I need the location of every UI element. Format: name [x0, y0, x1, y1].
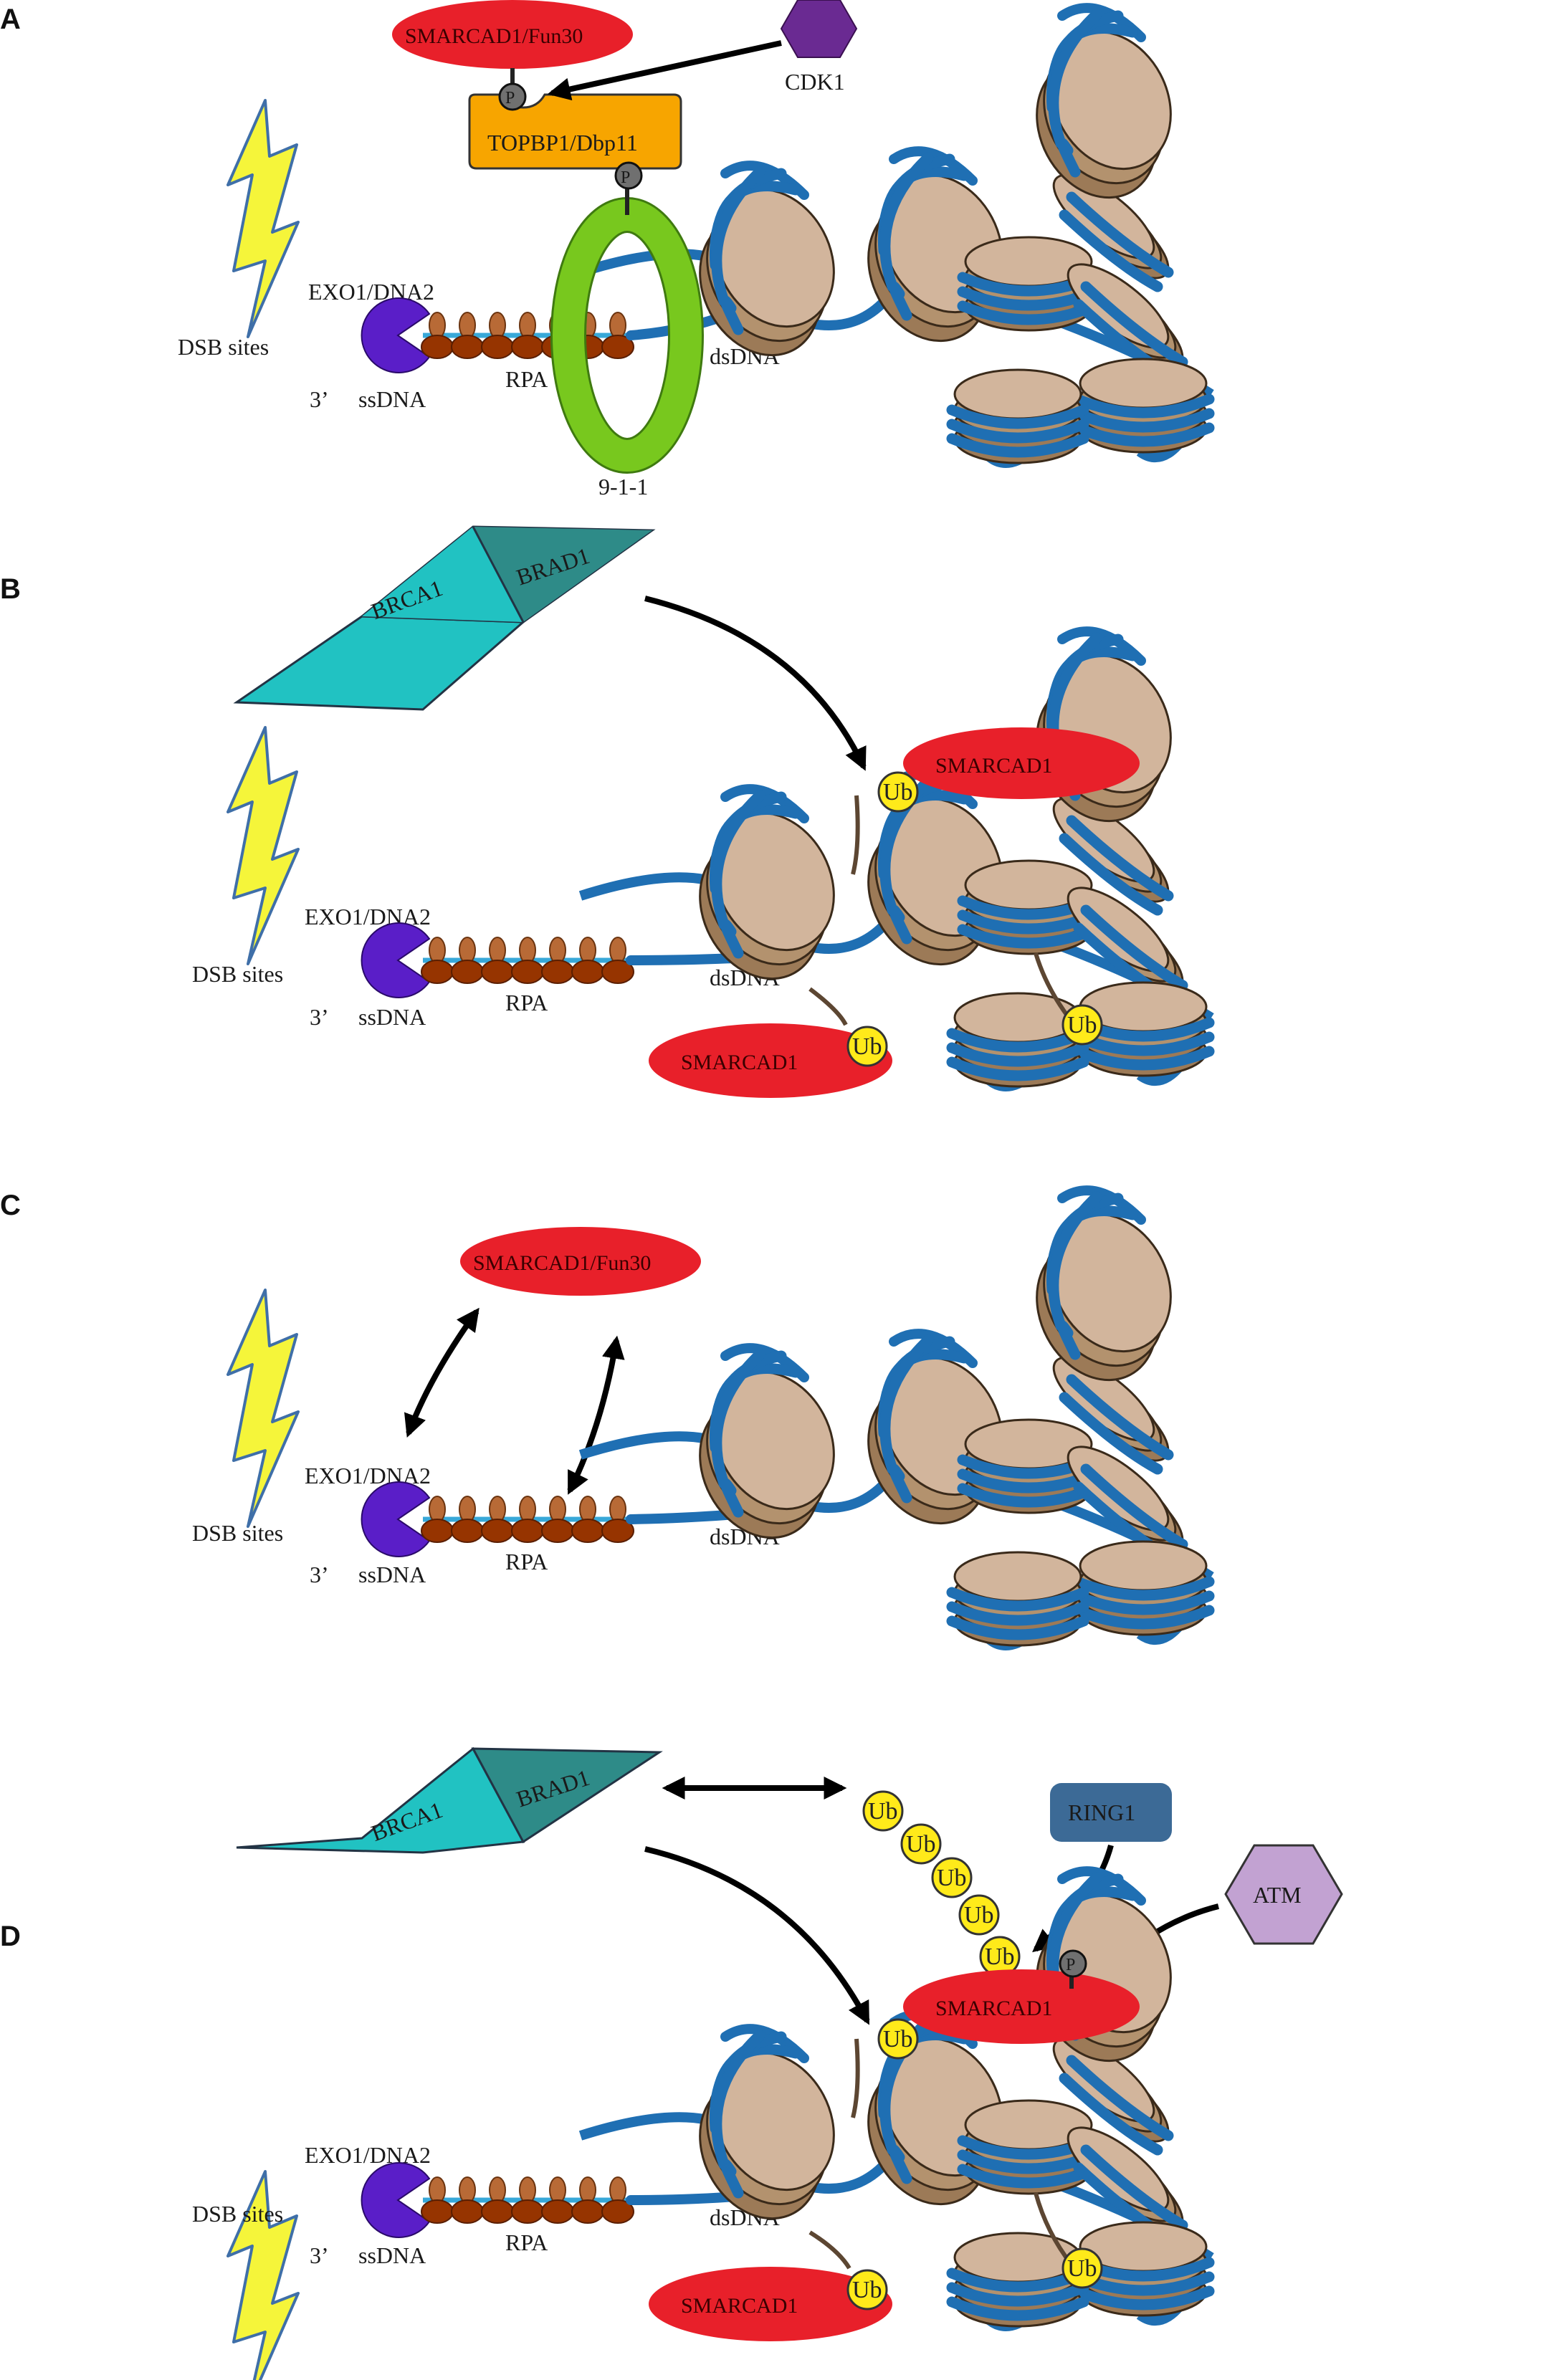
- dsb-lightning-icon: [226, 99, 300, 338]
- panel-b-letter: B: [0, 573, 21, 605]
- svg-text:Ub: Ub: [883, 2026, 913, 2052]
- ring1-box: [1050, 1783, 1172, 1842]
- dsb-lightning-icon: [226, 726, 300, 965]
- rpa-label: RPA: [505, 990, 548, 1015]
- rpa-ssdna: [421, 312, 638, 358]
- exo-label: EXO1/DNA2: [308, 279, 434, 305]
- topbp-box: [468, 93, 682, 170]
- ssdna-label: ssDNA: [358, 386, 426, 412]
- ub-b-1: [877, 771, 919, 813]
- svg-text:Ub: Ub: [852, 2277, 882, 2303]
- ub-d-3: [1061, 2247, 1103, 2289]
- topbp-label: TOPBP1/Dbp11: [487, 130, 638, 156]
- svg-text:Ub: Ub: [1067, 1012, 1097, 1038]
- smarcad-b-bottom: [649, 1023, 892, 1098]
- dsb-label: DSB sites: [178, 334, 269, 360]
- svg-text:Ub: Ub: [883, 779, 913, 806]
- clamp-label: 9-1-1: [598, 474, 648, 500]
- three-prime-label: 3’: [310, 1562, 329, 1587]
- panel-b: B BRCA1 BRAD1 DSB sites EXO1/DNA2 3’ ssD…: [0, 525, 1211, 1098]
- brca1-shape: [236, 1746, 525, 1854]
- svg-text:P: P: [1066, 1956, 1075, 1974]
- smarcad-d-top-label: SMARCAD1: [935, 1997, 1052, 2020]
- smarcad-d-bottom: [649, 2267, 892, 2341]
- phospho-1: [498, 82, 527, 111]
- three-prime-label: 3’: [310, 1004, 329, 1030]
- dsb-label: DSB sites: [192, 961, 283, 987]
- rpa-ssdna: [421, 2177, 638, 2223]
- exchange-arrow-2: [567, 1335, 625, 1495]
- smarcad-a-label: SMARCAD1/Fun30: [405, 24, 583, 48]
- exo-nuclease-icon: [361, 922, 430, 998]
- smarcad-b-top: [903, 727, 1140, 799]
- smarcad-c-label: SMARCAD1/Fun30: [473, 1251, 651, 1275]
- panel-c: C SMARCAD1/Fun30 DSB sites EXO1/DNA2 3’ …: [0, 1190, 1211, 1645]
- ub-d-2: [846, 2269, 888, 2310]
- chromatin-fiber: [581, 631, 1211, 1086]
- dsb-label: DSB sites: [192, 1520, 283, 1546]
- exchange-arrow-1: [404, 1307, 480, 1438]
- svg-text:Ub: Ub: [852, 1033, 882, 1060]
- dsb-label: DSB sites: [192, 2201, 283, 2227]
- ub-d-1: [877, 2018, 919, 2060]
- three-prime-label: 3’: [310, 386, 329, 412]
- smarcad-d-top: [903, 1969, 1140, 2044]
- cdk1-hexagon: [780, 0, 858, 58]
- svg-text:Ub: Ub: [868, 1798, 898, 1825]
- svg-text:Ub: Ub: [1067, 2255, 1097, 2282]
- three-prime-label: 3’: [310, 2242, 329, 2268]
- panel-a: A DSB sites EXO1/DNA2 3’ ssDNA RPA dsDNA…: [0, 0, 1211, 500]
- rpa-label: RPA: [505, 366, 548, 392]
- ssdna-label: ssDNA: [358, 1004, 426, 1030]
- svg-text:Ub: Ub: [937, 1865, 967, 1891]
- panel-d-letter: D: [0, 1921, 21, 1952]
- dsb-lightning-icon: [226, 1289, 300, 1528]
- panel-c-letter: C: [0, 1190, 21, 1221]
- ring1-label: RING1: [1068, 1800, 1135, 1825]
- smarcad-b-bottom-label: SMARCAD1: [681, 1051, 798, 1074]
- panel-d: D BRCA1 BRAD1 Ub Ub Ub Ub Ub RING1 ATM: [0, 1746, 1343, 2380]
- rpa-label: RPA: [505, 1549, 548, 1574]
- ub-b-2: [846, 1026, 888, 1067]
- exo-nuclease-icon: [361, 1481, 430, 1557]
- rpa-label: RPA: [505, 2230, 548, 2255]
- smarcad-c: [460, 1227, 701, 1296]
- brca-arrow: [644, 1846, 870, 2025]
- exo-nuclease-icon: [361, 2162, 430, 2238]
- atm-label: ATM: [1253, 1882, 1302, 1908]
- phospho-d: [1059, 1949, 1087, 1978]
- smarcad-d-bottom-label: SMARCAD1: [681, 2294, 798, 2318]
- brca1-shape: [233, 615, 526, 711]
- svg-text:P: P: [505, 89, 515, 107]
- exo-nuclease-icon: [361, 297, 430, 373]
- cdk-arrow: [547, 40, 782, 101]
- ub-b-3: [1061, 1004, 1103, 1046]
- panel-a-letter: A: [0, 4, 21, 35]
- svg-text:P: P: [621, 168, 630, 187]
- cdk-label: CDK1: [785, 69, 845, 95]
- svg-text:Ub: Ub: [906, 1831, 936, 1858]
- ssdna-label: ssDNA: [358, 1562, 426, 1587]
- phospho-2: [614, 161, 643, 190]
- svg-text:Ub: Ub: [964, 1902, 994, 1929]
- exo-label: EXO1/DNA2: [305, 2142, 431, 2168]
- chromatin-fiber: [581, 1871, 1211, 2326]
- smarcad-a: [392, 0, 633, 69]
- svg-text:Ub: Ub: [985, 1944, 1015, 1970]
- brad1-shape: [471, 1747, 663, 1844]
- rpa-ssdna: [421, 1496, 638, 1542]
- brca-arrow: [644, 596, 867, 771]
- ssdna-label: ssDNA: [358, 2242, 426, 2268]
- smarcad-b-top-label: SMARCAD1: [935, 754, 1052, 778]
- rpa-ssdna: [421, 937, 638, 983]
- atm-hexagon: [1224, 1844, 1343, 1945]
- ub-chain: Ub Ub Ub Ub Ub: [862, 1790, 1021, 1977]
